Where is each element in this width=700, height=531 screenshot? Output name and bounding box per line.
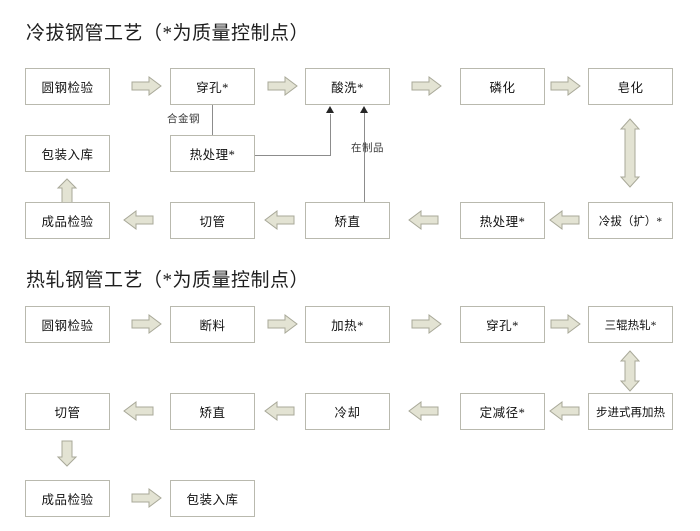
block-arrow-up-down-icon xyxy=(619,350,641,392)
node-cd-r3-4[interactable]: 热处理* xyxy=(460,202,545,239)
connector-cd-heat-to-pickle-v xyxy=(330,114,331,156)
block-arrow-left-icon xyxy=(408,401,439,421)
node-hr-r2-4[interactable]: 定减径* xyxy=(460,393,545,430)
block-arrow-right-icon xyxy=(131,314,162,334)
node-hr-r3-2[interactable]: 包装入库 xyxy=(170,480,255,517)
node-hr-r2-1[interactable]: 切管 xyxy=(25,393,110,430)
block-arrow-right-icon xyxy=(550,314,581,334)
node-cd-r3-1[interactable]: 成品检验 xyxy=(25,202,110,239)
block-arrow-right-icon xyxy=(131,488,162,508)
block-arrow-left-icon xyxy=(123,401,154,421)
node-cd-r1-3[interactable]: 酸洗* xyxy=(305,68,390,105)
node-hr-r2-5[interactable]: 步进式再加热 xyxy=(588,393,673,430)
block-arrow-down-icon xyxy=(56,440,78,467)
node-hr-r1-4[interactable]: 穿孔* xyxy=(460,306,545,343)
node-hr-r1-2[interactable]: 断料 xyxy=(170,306,255,343)
block-arrow-right-icon xyxy=(267,76,298,96)
node-hr-r2-2[interactable]: 矫直 xyxy=(170,393,255,430)
edge-label-cd-wip: 在制品 xyxy=(351,143,384,154)
block-arrow-left-icon xyxy=(123,210,154,230)
node-cd-r1-1[interactable]: 圆钢检验 xyxy=(25,68,110,105)
node-cd-r1-5[interactable]: 皂化 xyxy=(588,68,673,105)
block-arrow-up-icon xyxy=(56,178,78,205)
connector-cd-pierce-to-heat xyxy=(212,105,213,136)
section-title-hot-rolled: 热轧钢管工艺（*为质量控制点） xyxy=(26,270,310,291)
node-cd-r3-5[interactable]: 冷拔（扩）* xyxy=(588,202,673,239)
block-arrow-left-icon xyxy=(549,401,580,421)
block-arrow-right-icon xyxy=(550,76,581,96)
block-arrow-left-icon xyxy=(408,210,439,230)
block-arrow-right-icon xyxy=(411,314,442,334)
arrowhead-up-icon xyxy=(326,106,334,113)
block-arrow-left-icon xyxy=(264,401,295,421)
section-title-cold-drawn: 冷拔钢管工艺（*为质量控制点） xyxy=(26,23,310,44)
edge-label-cd-alloy: 合金钢 xyxy=(167,114,200,125)
node-cd-r2-1[interactable]: 包装入库 xyxy=(25,135,110,172)
node-cd-r1-2[interactable]: 穿孔* xyxy=(170,68,255,105)
connector-cd-straighten-to-pickle xyxy=(364,113,365,202)
block-arrow-right-icon xyxy=(267,314,298,334)
node-hr-r1-3[interactable]: 加热* xyxy=(305,306,390,343)
node-hr-r3-1[interactable]: 成品检验 xyxy=(25,480,110,517)
connector-cd-heat-to-pickle-h xyxy=(255,155,330,156)
block-arrow-left-icon xyxy=(264,210,295,230)
block-arrow-right-icon xyxy=(131,76,162,96)
node-cd-r3-3[interactable]: 矫直 xyxy=(305,202,390,239)
block-arrow-right-icon xyxy=(411,76,442,96)
node-hr-r2-3[interactable]: 冷却 xyxy=(305,393,390,430)
node-cd-r2-2[interactable]: 热处理* xyxy=(170,135,255,172)
arrowhead-up-icon xyxy=(360,106,368,113)
block-arrow-up-down-icon xyxy=(619,118,641,188)
block-arrow-left-icon xyxy=(549,210,580,230)
node-cd-r3-2[interactable]: 切管 xyxy=(170,202,255,239)
node-hr-r1-5[interactable]: 三辊热轧* xyxy=(588,306,673,343)
node-hr-r1-1[interactable]: 圆钢检验 xyxy=(25,306,110,343)
node-cd-r1-4[interactable]: 磷化 xyxy=(460,68,545,105)
